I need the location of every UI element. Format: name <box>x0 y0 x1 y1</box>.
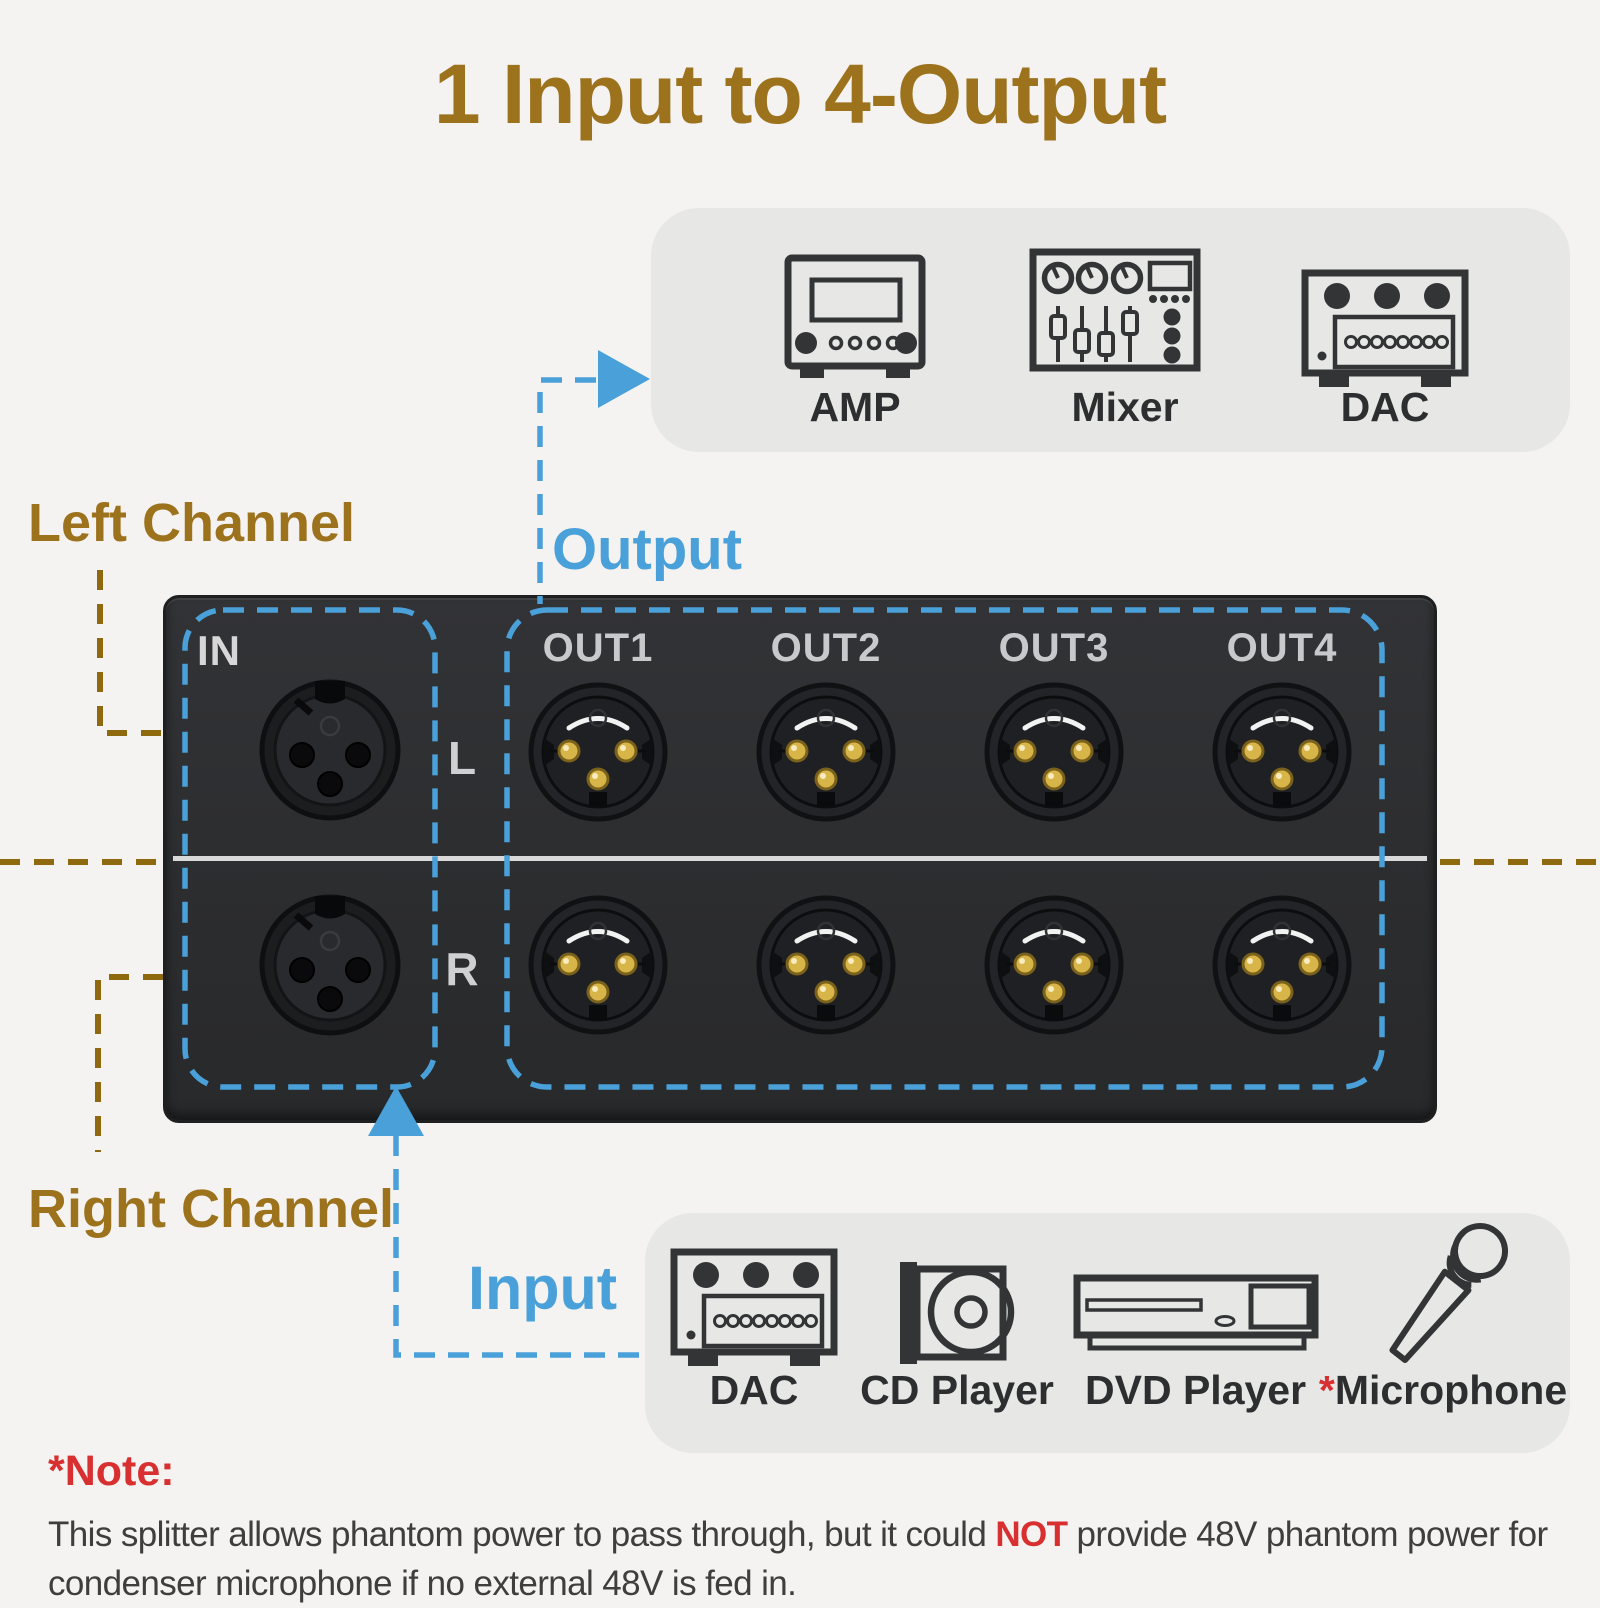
panel-out2-label: OUT2 <box>770 626 882 670</box>
xlr-male-out1-left <box>531 685 665 819</box>
left-channel-callout-line <box>97 570 163 736</box>
note-body: This splitter allows phantom power to pa… <box>48 1510 1564 1608</box>
note-block: *Note: This splitter allows phantom powe… <box>48 1447 1564 1608</box>
panel-divider <box>173 856 1427 861</box>
xlr-male-out4-right <box>1215 898 1349 1032</box>
panel-out1-label: OUT1 <box>542 626 654 670</box>
panel-in-label: IN <box>197 627 241 674</box>
xlr-male-out2-left <box>759 685 893 819</box>
output-zone-outline <box>504 607 1385 1090</box>
dac-bottom-label: DAC <box>709 1367 799 1413</box>
microphone-label-text: Microphone <box>1334 1367 1568 1413</box>
panel-out4-label: OUT4 <box>1226 626 1338 670</box>
amp-label: AMP <box>809 384 901 430</box>
cd-player-label: CD Player <box>860 1367 1054 1413</box>
mixer-label: Mixer <box>1071 384 1179 430</box>
output-arrow-icon <box>598 350 650 408</box>
note-body-after: provide 48V phantom power for condenser … <box>48 1515 1548 1603</box>
xlr-male-out4-left <box>1215 685 1349 819</box>
xlr-male-out2-right <box>759 898 893 1032</box>
dvd-player-label: DVD Player <box>1085 1367 1307 1413</box>
panel-out3-label: OUT3 <box>998 626 1110 670</box>
xlr-female-in-right <box>262 896 398 1033</box>
microphone-label: *Microphone <box>1318 1367 1568 1414</box>
dac-top-label: DAC <box>1340 384 1430 430</box>
panel-left-row-label: L <box>447 732 477 784</box>
xlr-male-out1-right <box>531 898 665 1032</box>
input-label: Input <box>468 1254 618 1322</box>
right-channel-label: Right Channel <box>28 1179 394 1239</box>
xlr-male-out3-right <box>987 898 1121 1032</box>
input-zone-outline <box>182 607 438 1090</box>
xlr-male-out3-left <box>987 685 1121 819</box>
left-channel-label: Left Channel <box>28 493 356 553</box>
xlr-female-in-left <box>262 681 398 818</box>
page-title: 1 Input to 4-Output <box>433 47 1167 141</box>
microphone-asterisk: * <box>1318 1367 1335 1413</box>
output-label: Output <box>552 517 743 582</box>
note-body-before: This splitter allows phantom power to pa… <box>48 1515 996 1554</box>
input-devices-box <box>645 1213 1570 1453</box>
note-body-not: NOT <box>995 1515 1068 1554</box>
right-channel-callout-line <box>95 974 163 1152</box>
note-heading: *Note: <box>48 1447 175 1495</box>
panel-right-row-label: R <box>445 943 479 995</box>
panel-graphics <box>173 607 1427 1090</box>
